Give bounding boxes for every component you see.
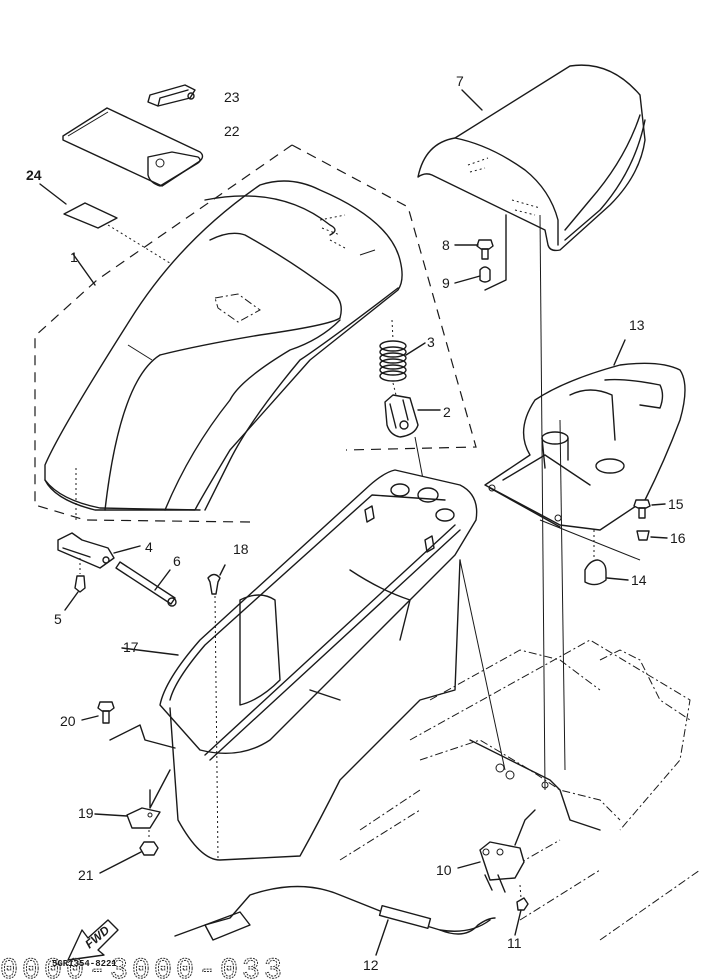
callout-24: 24 xyxy=(26,167,42,183)
part-11-nut[interactable] xyxy=(516,897,529,911)
part-5-screw[interactable] xyxy=(74,575,86,593)
part-4-hinge-bracket[interactable] xyxy=(57,532,115,569)
callout-labels: 1 2 3 4 5 6 7 8 9 10 11 12 13 14 15 16 1… xyxy=(26,73,686,973)
callout-9: 9 xyxy=(442,275,450,291)
callout-8: 8 xyxy=(442,237,450,253)
part-19-bracket[interactable] xyxy=(126,807,161,829)
part-8-bolt[interactable] xyxy=(476,239,494,260)
part-13-tail-bracket[interactable] xyxy=(484,362,686,531)
frame-rear xyxy=(339,639,701,941)
callout-10: 10 xyxy=(436,862,452,878)
callout-14: 14 xyxy=(631,572,647,588)
part-16-collar[interactable] xyxy=(636,530,650,541)
drawing-code-small: 5GR1354-8221 xyxy=(52,959,117,969)
callout-15: 15 xyxy=(668,496,684,512)
callout-5: 5 xyxy=(54,611,62,627)
callout-20: 20 xyxy=(60,713,76,729)
callout-13: 13 xyxy=(629,317,645,333)
callout-22: 22 xyxy=(224,123,240,139)
callout-3: 3 xyxy=(427,334,435,350)
part-6-hinge-pin[interactable] xyxy=(115,561,177,607)
callout-19: 19 xyxy=(78,805,94,821)
callout-1: 1 xyxy=(70,249,78,265)
part-7-rear-seat-cowl[interactable] xyxy=(417,64,646,252)
part-12-seat-lock-cable[interactable] xyxy=(174,885,496,941)
callout-6: 6 xyxy=(173,553,181,569)
part-15-bolt[interactable] xyxy=(633,499,651,519)
part-23-clip[interactable] xyxy=(147,84,196,107)
part-22-storage-lid[interactable] xyxy=(62,107,204,187)
callout-12: 12 xyxy=(363,957,379,973)
callout-7: 7 xyxy=(456,73,464,89)
callout-17: 17 xyxy=(123,639,139,655)
drawing-code-large: 0000-3000-033 xyxy=(0,954,286,980)
callout-18: 18 xyxy=(233,541,249,557)
part-20-bolt[interactable] xyxy=(97,701,115,724)
callout-4: 4 xyxy=(145,539,153,555)
callout-2: 2 xyxy=(443,404,451,420)
part-18-rivet[interactable] xyxy=(207,573,221,595)
callout-16: 16 xyxy=(670,530,686,546)
part-3-spring[interactable] xyxy=(379,340,407,382)
part-1-seat[interactable] xyxy=(44,180,403,520)
part-17-storage-box[interactable] xyxy=(159,469,478,861)
part-10-seat-lock[interactable] xyxy=(479,841,525,893)
callout-21: 21 xyxy=(78,867,94,883)
part-24-label[interactable] xyxy=(63,202,118,229)
part-9-collar[interactable] xyxy=(479,266,491,283)
callout-11: 11 xyxy=(507,935,522,951)
part-14-damper[interactable] xyxy=(584,559,607,586)
seat-group-outline xyxy=(34,144,477,523)
callout-23: 23 xyxy=(224,89,240,105)
part-21-nut[interactable] xyxy=(139,841,159,856)
part-2-lock-hook[interactable] xyxy=(384,394,419,438)
